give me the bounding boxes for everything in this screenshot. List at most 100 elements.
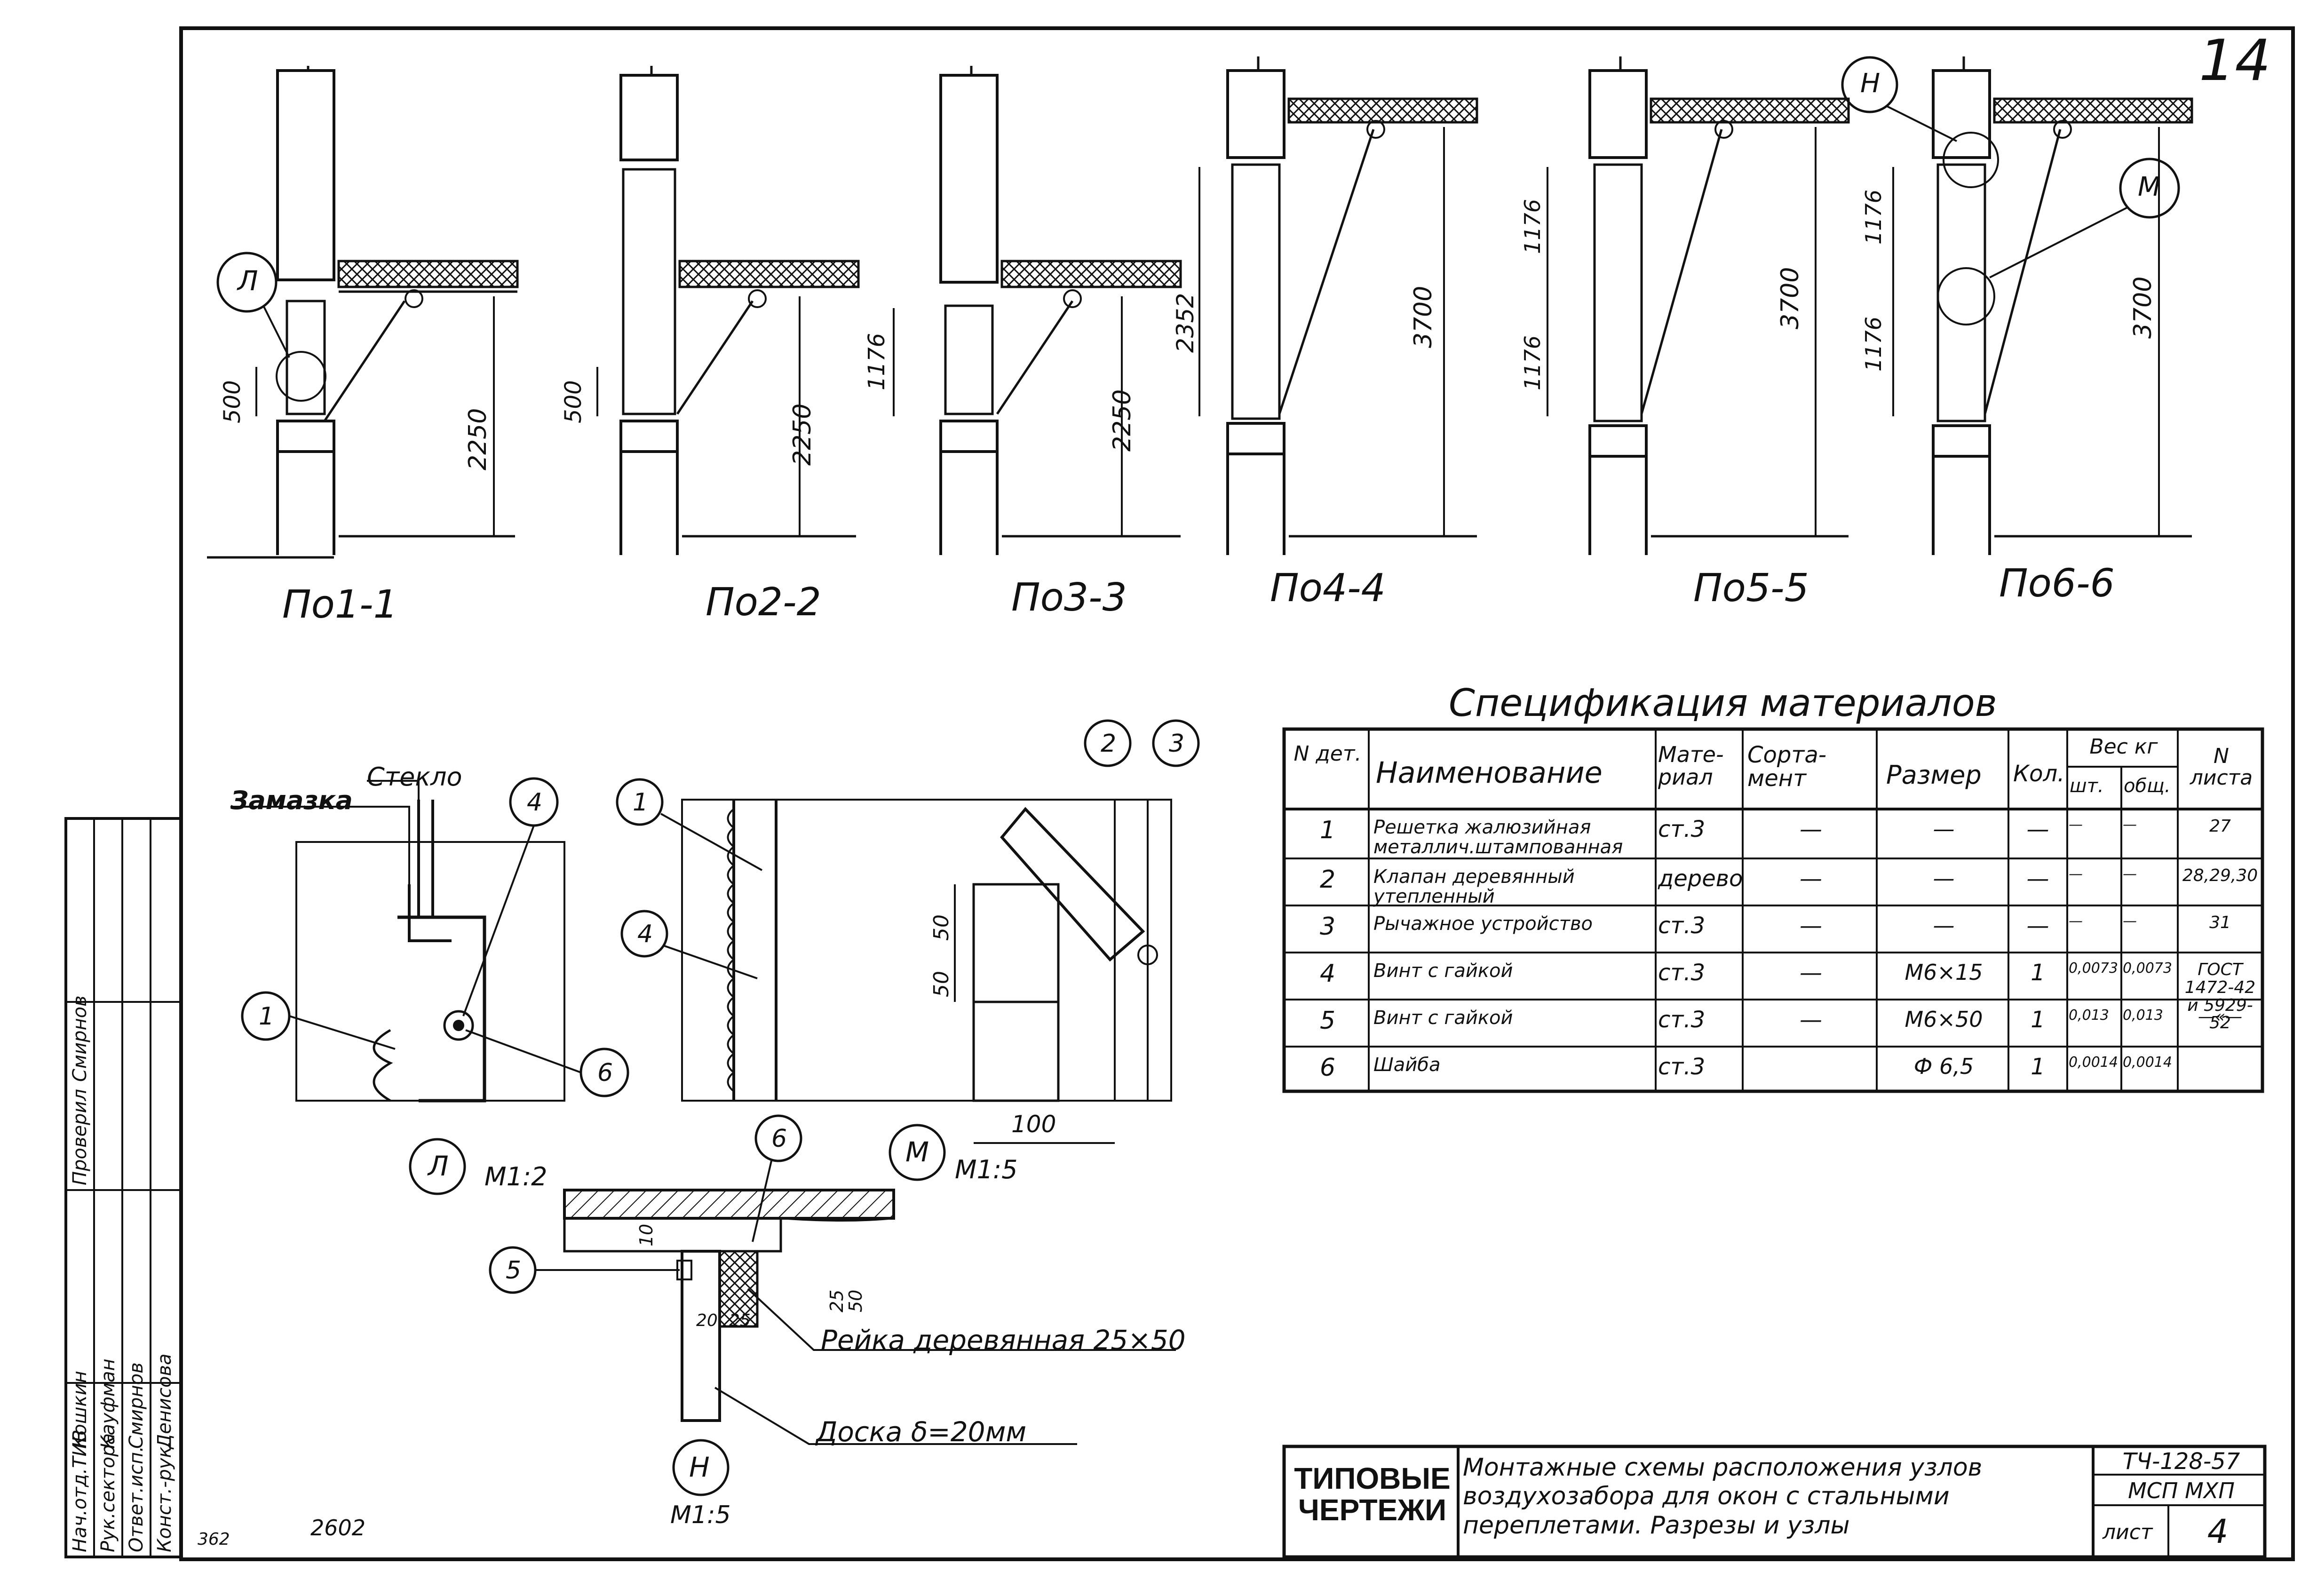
side-name-1: Кауфман [97,1358,119,1449]
title-code: ТЧ-128-57 [2122,1448,2240,1475]
spec-cell-mat: ст.3 [1658,816,1706,842]
spec-h-w-unit: шт. [2070,775,2104,797]
side-verify-name: Смирнов [69,995,91,1082]
spec-cell-sheet: —«— [2198,1007,2243,1026]
spec-cell-mat: ст.3 [1658,960,1706,986]
spec-cell-w2: 0,0014 [2123,1054,2172,1071]
spec-cell-sort: — [1800,960,1822,986]
section-label-2: По2-2 [706,580,821,625]
detail-L-scale: М1:2 [484,1162,548,1191]
spec-cell-mat: ст.3 [1658,913,1706,939]
detail-N-dim25b: 25 [729,1311,751,1330]
spec-h-qty: Кол. [2013,761,2065,787]
detail-M-dim50b: 50 [929,971,953,997]
dim-2250-s1: 2250 [464,408,492,470]
spec-cell-w2: — [2123,817,2137,833]
spec-cell-size: М6×15 [1904,960,1983,985]
spec-cell-sort: — [1800,865,1822,892]
section-label-6: По6-6 [1999,561,2115,606]
spec-cell-sheet: 27 [2209,817,2231,836]
spec-cell-name: Рычажное устройство [1373,913,1593,935]
spec-h-w-total: общ. [2124,775,2171,797]
spec-cell-name: Винт с гайкой [1373,1007,1513,1029]
detail-M-num2: 2 [1101,730,1117,758]
detail-N-dim50: 50 [845,1289,866,1312]
spec-cell-w1: 0,0014 [2069,1054,2118,1071]
section-6-6 [1841,56,2193,555]
dim-1176-s6a: 1176 [1861,189,1886,245]
spec-h-sortament: Сорта-мент [1747,742,1827,792]
spec-table-grid [1282,727,2264,1093]
title-description: Монтажные схемы расположения узлов возду… [1463,1453,1983,1540]
spec-cell-size: Ф 6,5 [1913,1054,1974,1079]
spec-cell-name: Клапан деревянный утепленный [1373,866,1575,907]
spec-cell-qty: 1 [2031,960,2045,986]
note-2602: 2602 [310,1515,366,1540]
spec-cell-w2: — [2123,913,2137,929]
dim-2250-s2: 2250 [788,403,817,466]
dim-1176-s6b: 1176 [1861,316,1886,372]
spec-cell-sheet: 31 [2209,913,2231,932]
dim-500-s1: 500 [219,380,246,423]
label-doska: Доска δ=20мм [816,1416,1027,1448]
spec-h-name: Наименование [1376,755,1603,790]
spec-cell-name: Винт с гайкой [1373,960,1513,982]
dim-1176-s3: 1176 [864,333,890,390]
detail-L-letter: Л [428,1150,449,1182]
spec-cell-sheet: 28,29,30 [2182,866,2258,885]
spec-cell-sheet: ГОСТ 1472-42 и 5929-52 [2184,960,2256,1033]
callout-M: М [2138,172,2161,202]
spec-cell-sort: — [1800,816,1822,842]
spec-h-size: Размер [1886,760,1982,790]
section-5-5 [1547,56,1850,555]
spec-cell-w2: — [2123,866,2137,882]
spec-cell-mat: дерево [1658,865,1743,892]
spec-cell-qty: — [2026,865,2049,892]
section-2-2 [596,66,860,555]
spec-cell-mat: ст.3 [1658,1007,1706,1033]
note-362: 362 [198,1530,230,1549]
spec-h-num: N дет. [1293,742,1362,766]
title-org: МСП МХП [2128,1478,2235,1503]
section-label-3: По3-3 [1011,575,1127,620]
sheet-frame [179,26,2295,1561]
spec-cell-size: — [1933,913,1955,938]
spec-cell-w1: 0,013 [2069,1007,2109,1024]
detail-N-num6: 6 [771,1125,787,1153]
section-1-1 [207,66,519,559]
section-4-4 [1198,56,1478,555]
title-sheet-num: 4 [2207,1512,2229,1551]
callout-L: Л [238,265,258,297]
detail-N-letter: Н [689,1451,710,1483]
label-steklo: Стекло [367,762,462,792]
spec-cell-mat: ст.3 [1658,1054,1706,1080]
side-role-2: Ответ.исп. [126,1446,147,1552]
spec-cell-size: — [1933,816,1955,842]
spec-cell-name: Шайба [1373,1054,1441,1076]
label-zamazka: Замазка [230,786,353,815]
spec-cell-w1: — [2069,866,2083,882]
spec-cell-n: 6 [1319,1054,1336,1082]
detail-M-num1: 1 [633,788,649,817]
section-label-5: По5-5 [1693,566,1809,611]
spec-cell-n: 4 [1319,960,1336,988]
dim-3700-s5: 3700 [1776,267,1804,329]
dim-3700-s4: 3700 [1409,286,1437,348]
detail-L [230,777,629,1195]
spec-cell-qty: — [2026,816,2049,842]
spec-cell-size: — [1933,865,1955,891]
spec-cell-n: 5 [1319,1007,1336,1035]
spec-cell-qty: — [2026,913,2049,939]
dim-1176-s5a: 1176 [1520,199,1545,254]
spec-cell-w1: 0,0073 [2069,960,2118,977]
spec-cell-n: 1 [1319,816,1336,844]
side-role-1: Рук.сектора [97,1433,119,1552]
title-block-grid [1282,1445,2267,1559]
detail-M-num4: 4 [637,920,653,948]
sheet-number: 14 [2199,28,2271,94]
detail-N [489,1114,1176,1496]
spec-cell-qty: 1 [2031,1054,2045,1080]
spec-cell-w2: 0,013 [2123,1007,2163,1024]
section-3-3 [893,66,1182,555]
